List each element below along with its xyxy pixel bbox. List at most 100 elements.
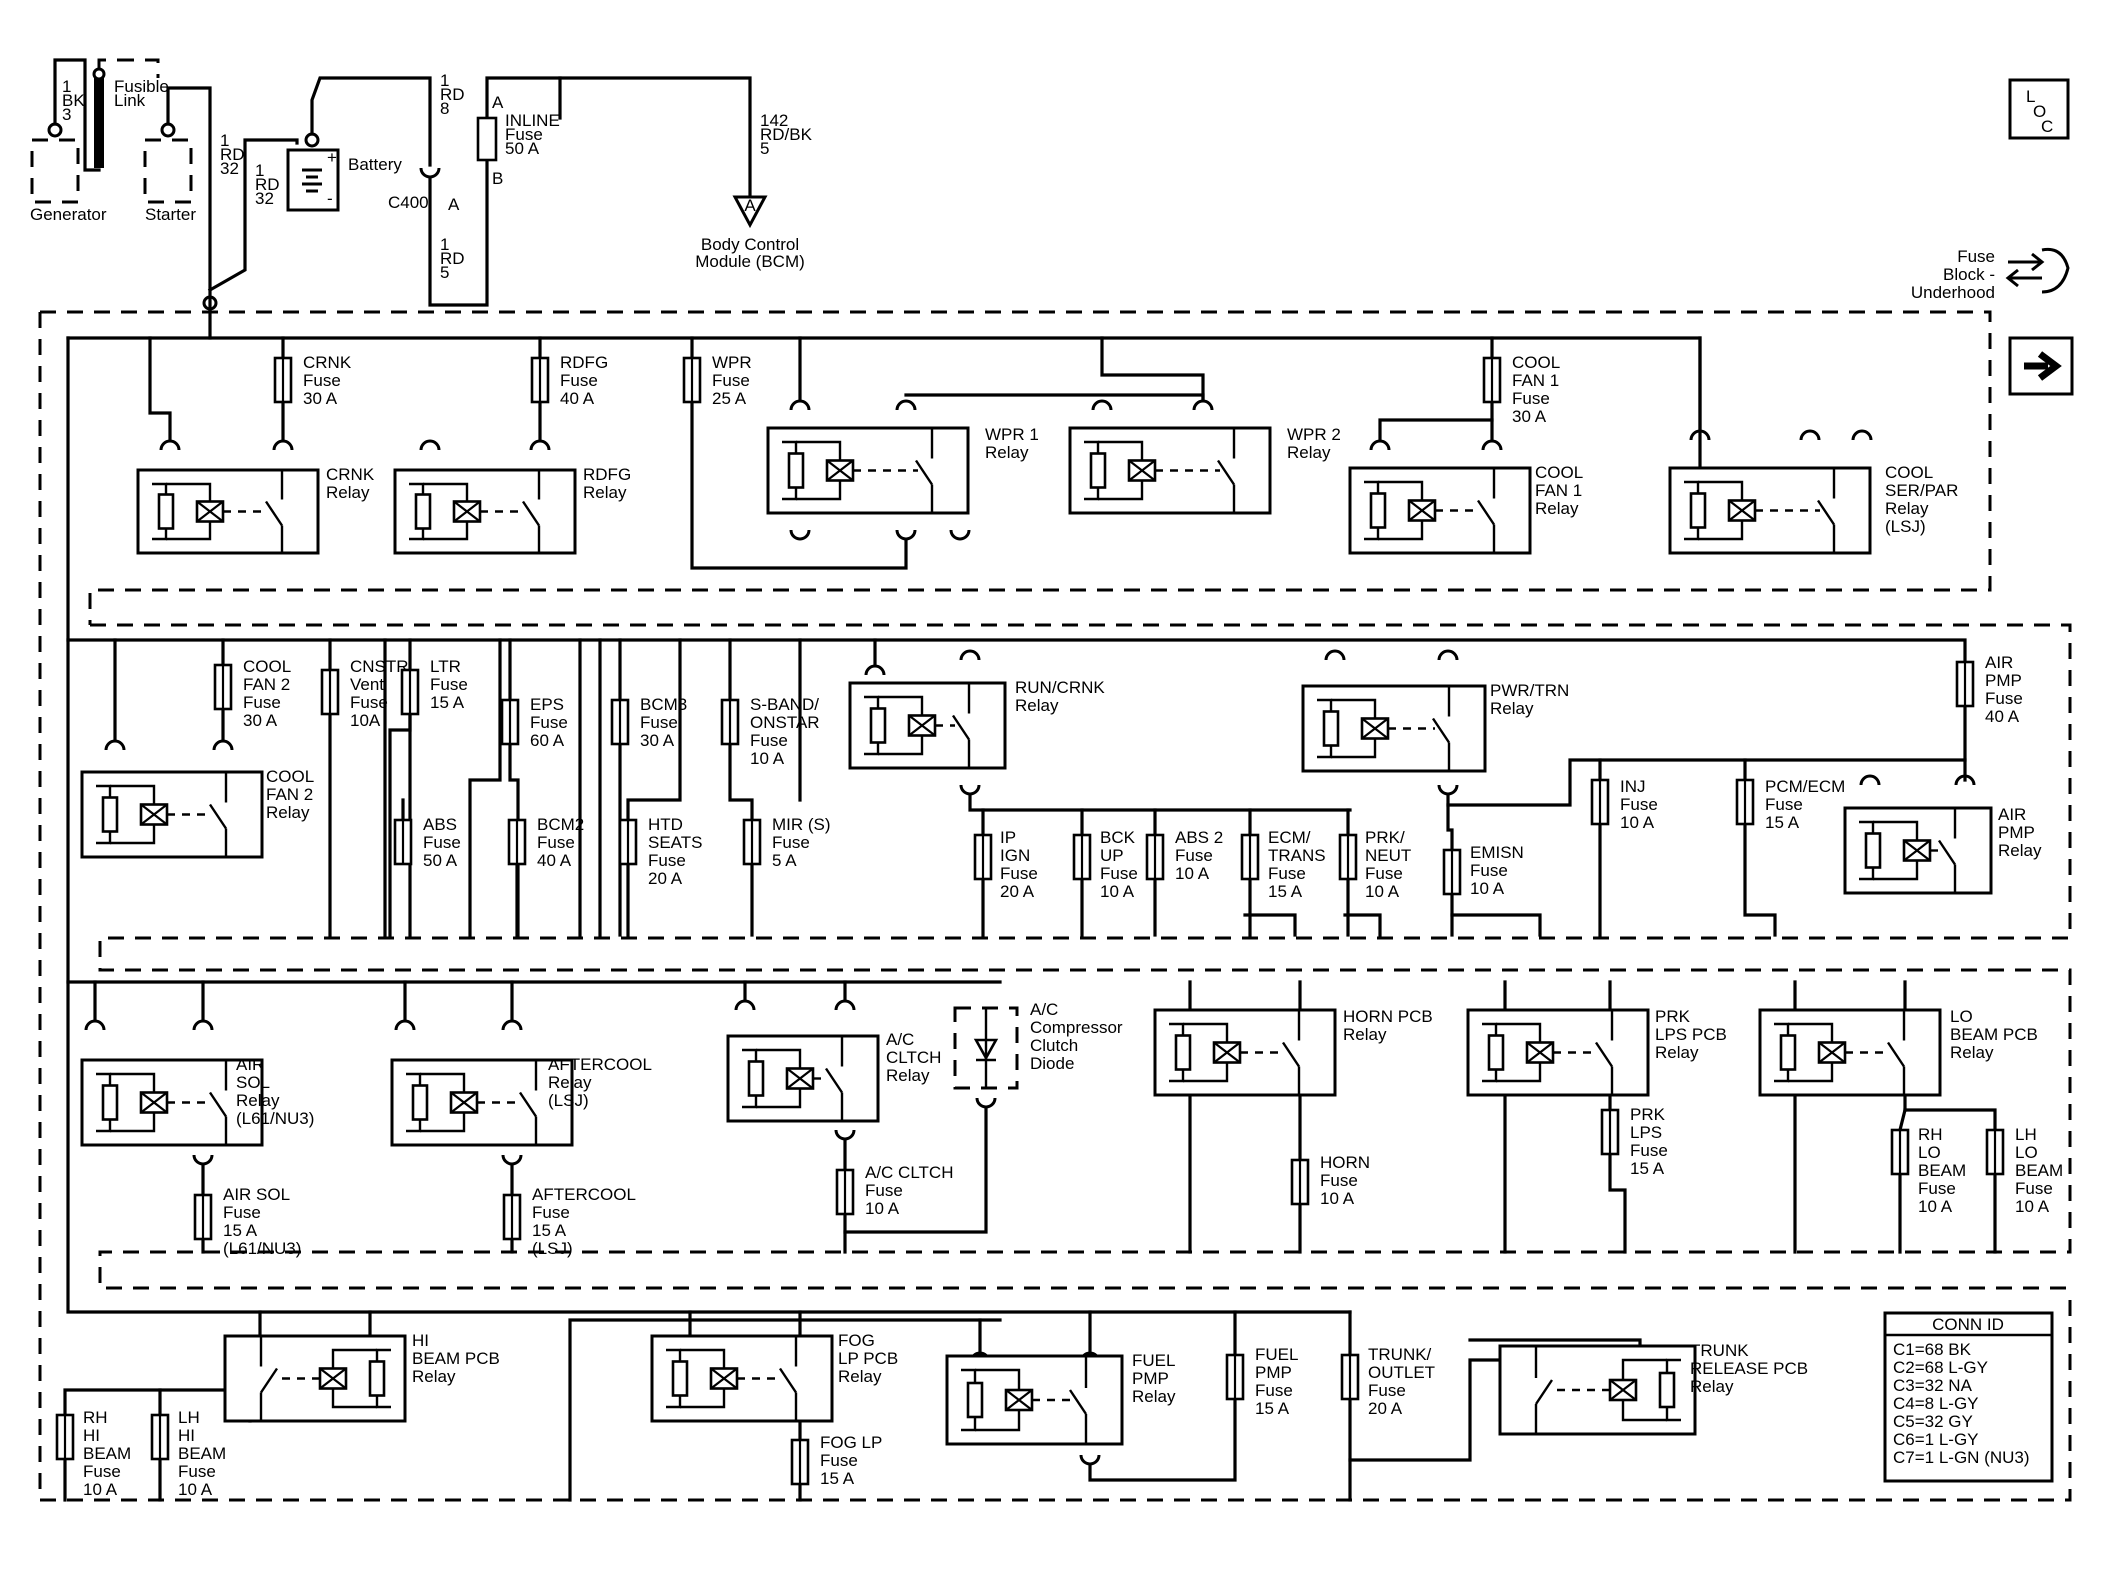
label-line: Fuse	[712, 371, 750, 390]
label-line: AIR SOL	[223, 1185, 290, 1204]
label-line: 32	[220, 159, 239, 178]
label-line: RDFG	[560, 353, 608, 372]
terminal	[959, 784, 981, 796]
switch-arm	[1069, 1389, 1087, 1415]
label-line: A/C	[886, 1030, 914, 1049]
wire	[1378, 520, 1424, 541]
label-line: Relay	[326, 483, 370, 502]
wire	[110, 1072, 156, 1093]
label-line: Relay	[236, 1091, 280, 1110]
label-line: 1	[220, 131, 229, 150]
wire	[756, 1048, 802, 1069]
wire	[63, 1388, 162, 1417]
label-line: 10 A	[1175, 864, 1210, 883]
label-line: Fuse	[178, 1462, 216, 1481]
label-line: 25 A	[712, 389, 747, 408]
connector-c400: C400	[388, 193, 429, 212]
wire	[1378, 480, 1424, 501]
wire	[1788, 1062, 1834, 1083]
label-line: Fuse	[223, 1203, 261, 1222]
label-line: NEUT	[1365, 846, 1411, 865]
label-line: 15 A	[223, 1221, 258, 1240]
label-line: 30 A	[1512, 407, 1547, 426]
label-line: CLTCH	[886, 1048, 941, 1067]
switch-arm	[1817, 499, 1835, 526]
label-line: PRK/	[1365, 828, 1405, 847]
terminal	[84, 1019, 106, 1031]
terminal	[834, 1129, 856, 1141]
wire	[468, 638, 502, 937]
label-line: 10 A	[1918, 1197, 1953, 1216]
switch-arm	[779, 1367, 797, 1394]
wire	[680, 1348, 726, 1369]
wire	[66, 336, 1352, 1314]
wire	[1468, 1338, 1642, 1348]
terminal	[895, 399, 917, 411]
label-line: 10 A	[750, 749, 785, 768]
wire	[331, 1388, 377, 1409]
switch-arm	[209, 1091, 227, 1118]
label-line: Relay	[1655, 1043, 1699, 1062]
label-line: 8	[440, 99, 449, 118]
terminal	[834, 999, 856, 1011]
label-line: RD/BK	[760, 125, 813, 144]
label-line: Fuse	[83, 1462, 121, 1481]
label-line: INJ	[1620, 777, 1646, 796]
coil-resistor	[1779, 1034, 1797, 1071]
wire	[53, 58, 101, 172]
wire	[1348, 1358, 1502, 1462]
label-line: AIR	[1985, 653, 2013, 672]
wire	[118, 58, 160, 78]
wire	[1343, 913, 1382, 937]
label-line: 10 A	[1620, 813, 1655, 832]
coil-cross	[1213, 1041, 1241, 1064]
switch-arm	[519, 1091, 537, 1118]
label-line: Vent	[350, 675, 384, 694]
label-line: FOG	[838, 1331, 875, 1350]
label-line: A/C CLTCH	[865, 1163, 953, 1182]
terminal	[1799, 429, 1821, 441]
label-line: Fuse	[560, 371, 598, 390]
terminal	[1954, 774, 1976, 786]
label-line: 50 A	[423, 851, 458, 870]
coil-resistor	[1369, 492, 1387, 529]
wire	[110, 1112, 156, 1133]
inline-fuse-body	[476, 116, 498, 162]
label-line: Fuse	[1957, 247, 1995, 266]
switch-arm	[1282, 1041, 1300, 1068]
terminal	[1851, 429, 1873, 441]
label-line: Fuse	[1320, 1171, 1358, 1190]
label-line: 15 A	[1268, 882, 1303, 901]
conn-id-row: C7=1 L-GN (NU3)	[1893, 1448, 2030, 1467]
terminal	[1192, 399, 1214, 411]
wire	[1331, 698, 1377, 719]
label-line: CRNK	[326, 465, 375, 484]
terminal	[394, 1019, 416, 1031]
label-line: COOL	[243, 657, 291, 676]
wire	[97, 58, 118, 69]
